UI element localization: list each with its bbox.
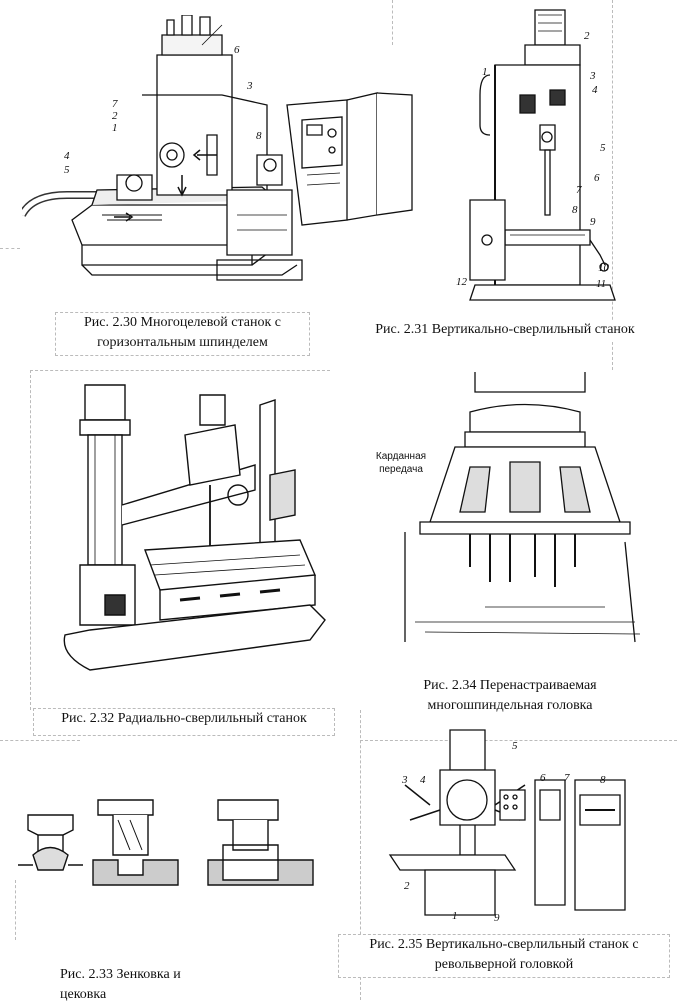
frame-line <box>392 0 393 45</box>
part-label: 4 <box>64 150 70 162</box>
figure-2-30-drawing <box>22 15 417 290</box>
part-label: 8 <box>572 204 578 216</box>
caption-2-30: Рис. 2.30 Многоцелевой станок с горизонт… <box>55 312 310 356</box>
frame-line <box>612 0 613 370</box>
part-label: 2 <box>112 110 118 122</box>
caption-2-31: Рис. 2.31 Вертикально-сверлильный станок <box>352 320 658 342</box>
part-label: 3 <box>247 80 253 92</box>
part-label: 9 <box>494 912 500 924</box>
part-label: 7 <box>564 772 570 784</box>
frame-line <box>360 740 677 741</box>
part-label: 9 <box>590 216 596 228</box>
frame-line <box>0 740 80 741</box>
part-label: 12 <box>456 276 467 288</box>
caption-2-35: Рис. 2.35 Вертикально-сверлильный станок… <box>338 934 670 978</box>
frame-line <box>30 370 330 371</box>
part-label: 6 <box>234 44 240 56</box>
part-label: 1 <box>482 66 488 78</box>
annotation-kardan: Карданная передача <box>370 450 432 478</box>
part-label: 1 <box>112 122 118 134</box>
part-label: 6 <box>540 772 546 784</box>
frame-line <box>15 880 16 940</box>
caption-2-33: Рис. 2.33 Зенковка и цековка <box>60 965 210 1003</box>
figure-2-33-drawing <box>18 795 323 890</box>
part-label: 5 <box>512 740 518 752</box>
frame-line <box>360 710 361 1000</box>
part-label: 8 <box>256 130 262 142</box>
figure-2-35-drawing <box>385 725 645 925</box>
figure-2-31-drawing <box>450 5 620 305</box>
figure-2-34-drawing <box>395 372 645 652</box>
part-label: 3 <box>590 70 596 82</box>
part-label: 10 <box>598 262 609 274</box>
part-label: 2 <box>584 30 590 42</box>
frame-line <box>30 370 31 710</box>
caption-2-34: Рис. 2.34 Перенастраиваемая многошпиндел… <box>400 676 620 716</box>
part-label: 5 <box>64 164 70 176</box>
part-label: 7 <box>112 98 118 110</box>
caption-2-32: Рис. 2.32 Радиально-сверлильный станок <box>33 708 335 736</box>
figure-2-32-drawing <box>60 375 330 680</box>
part-label: 1 <box>452 910 458 922</box>
part-label: 6 <box>594 172 600 184</box>
part-label: 8 <box>600 774 606 786</box>
part-label: 4 <box>420 774 426 786</box>
part-label: 2 <box>404 880 410 892</box>
frame-line <box>0 248 20 249</box>
part-label: 3 <box>402 774 408 786</box>
part-label: 11 <box>596 278 607 290</box>
part-label: 7 <box>576 184 582 196</box>
part-label: 4 <box>592 84 598 96</box>
part-label: 5 <box>600 142 606 154</box>
